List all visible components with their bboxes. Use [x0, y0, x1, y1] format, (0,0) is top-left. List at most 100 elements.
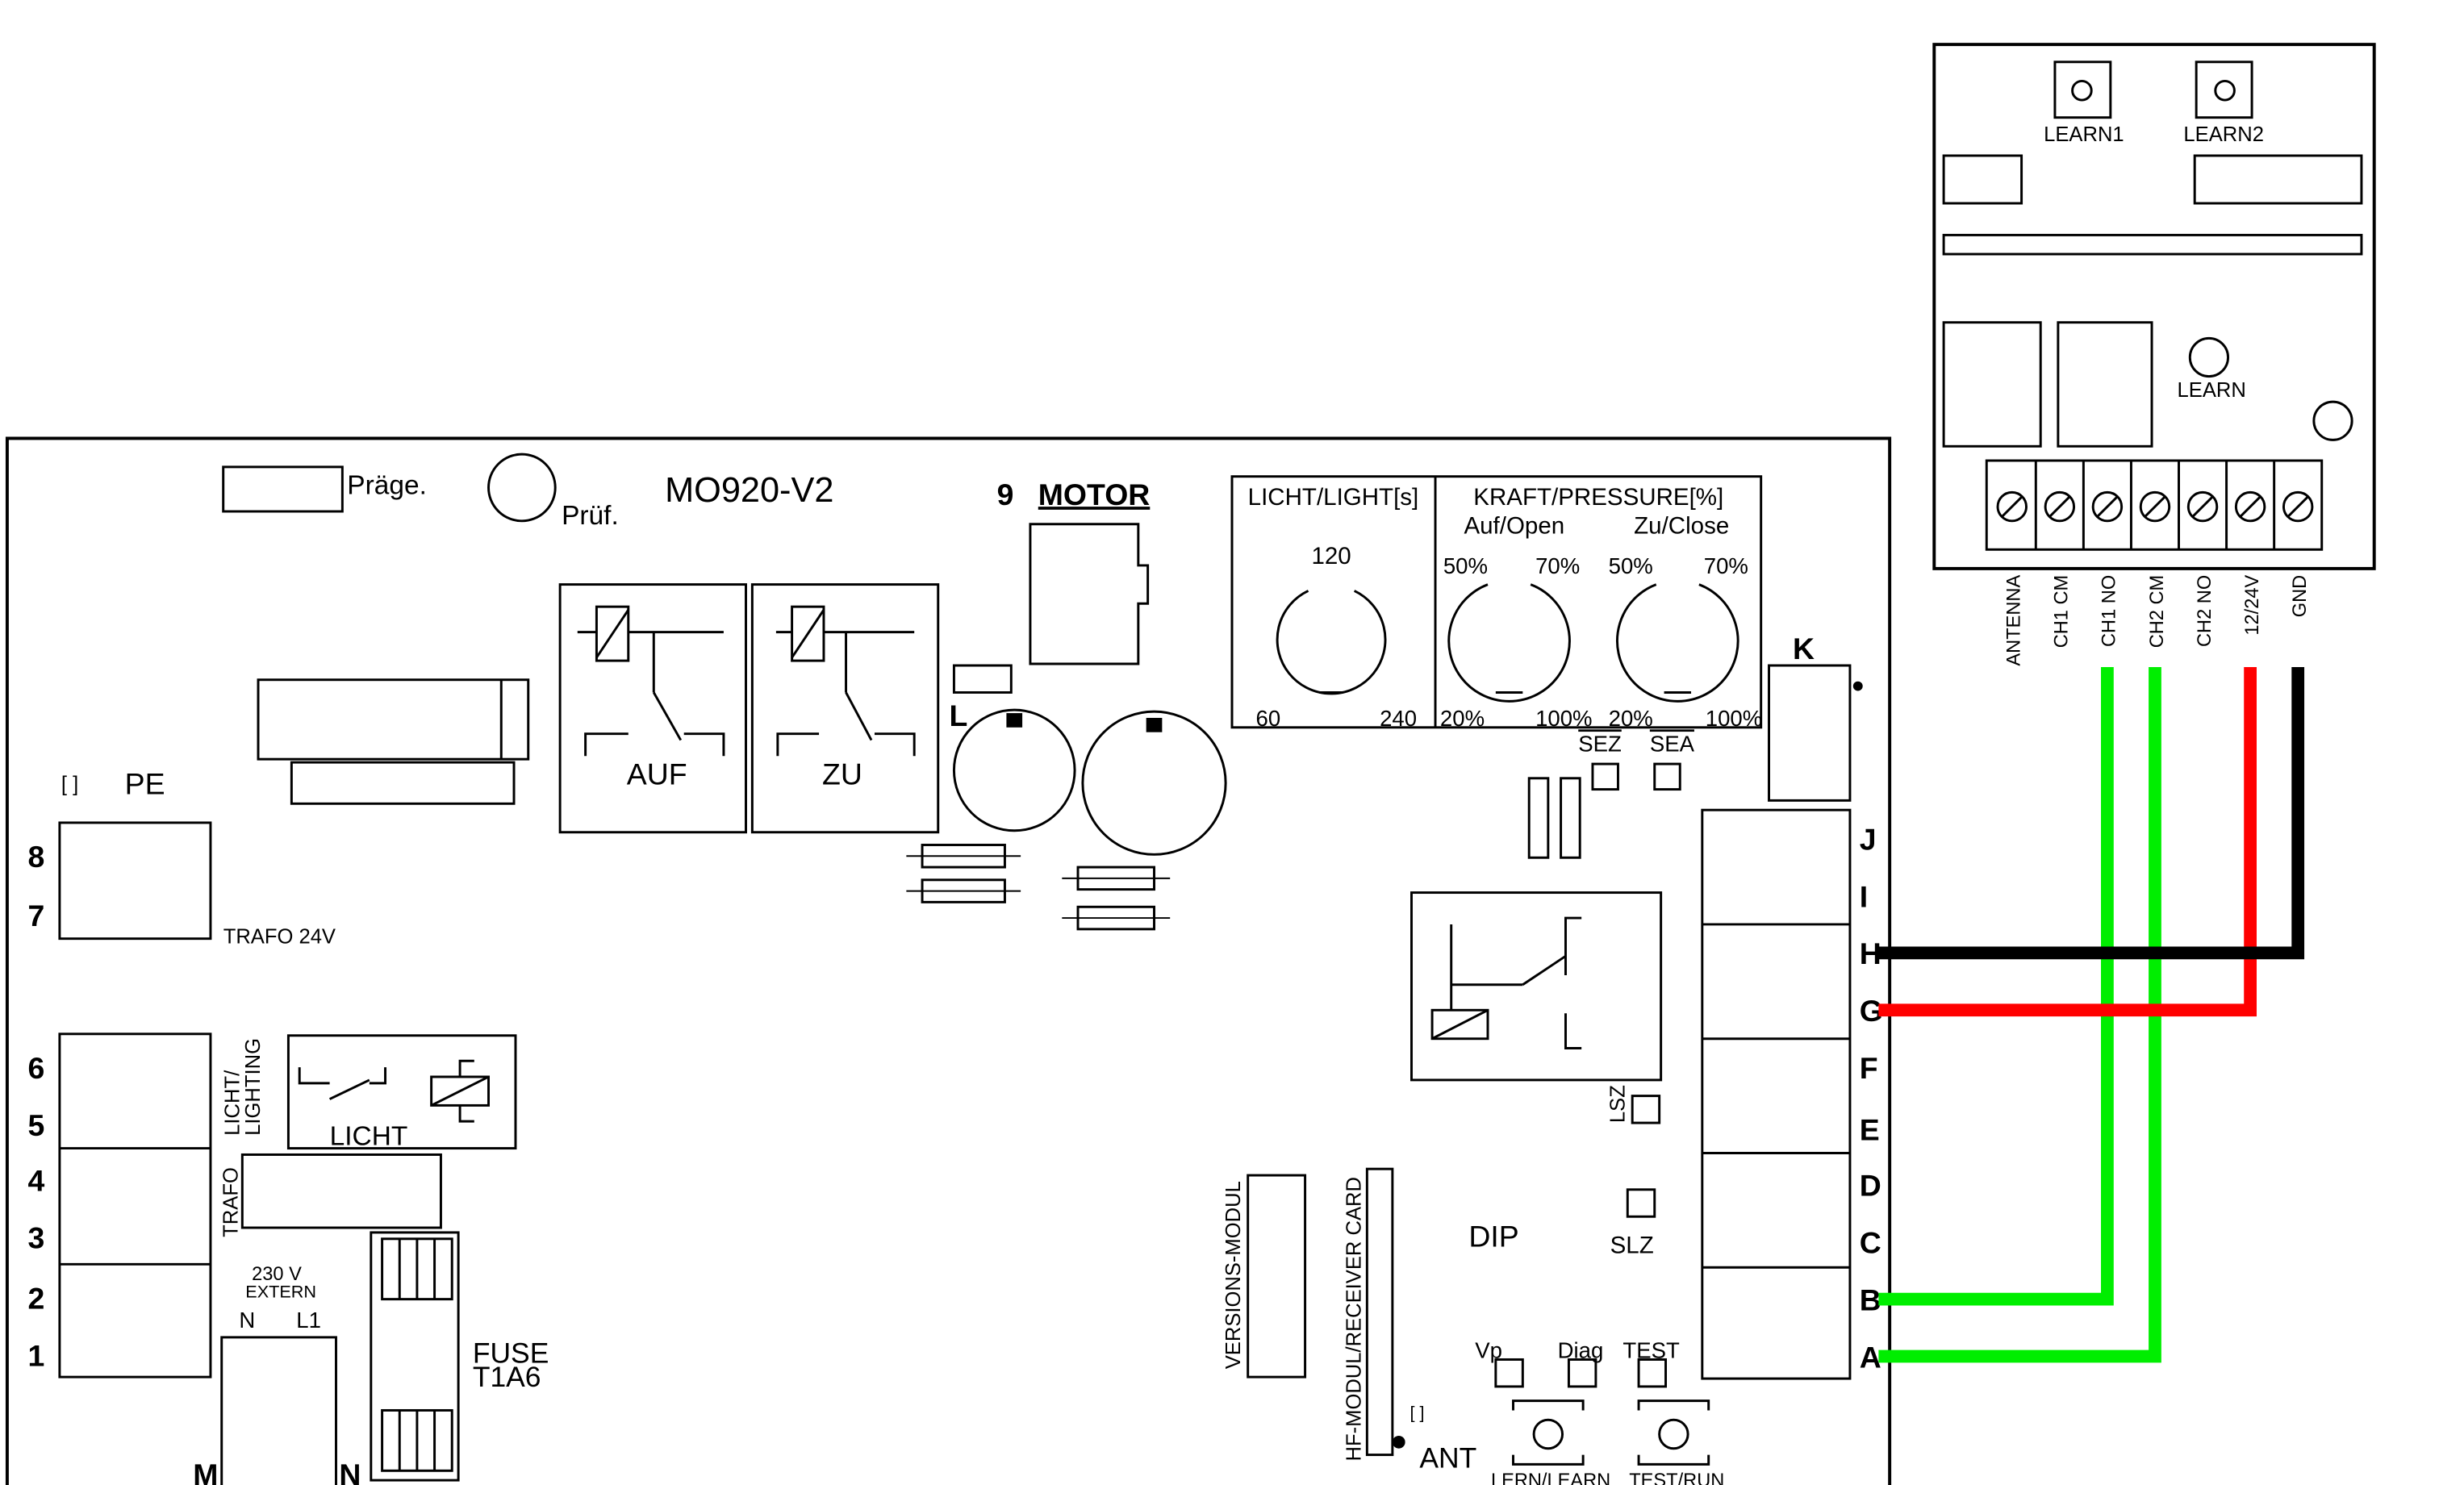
motor-connector: [1029, 523, 1150, 665]
pruef-circle: [487, 453, 557, 523]
extern-n-label: N: [239, 1308, 255, 1333]
terminal-8: 8: [28, 840, 45, 874]
receiver-terminal-block: [1985, 459, 2324, 551]
relay-licht-label: LICHT: [330, 1122, 408, 1152]
screw-terminal-ch1-no[interactable]: [2091, 490, 2124, 523]
sea-label: SEA: [1650, 731, 1695, 756]
screw-terminal-12-24v[interactable]: [2234, 490, 2266, 523]
vp-led: [1494, 1358, 1524, 1388]
pin-label-ch1-no: CH1 NO: [2099, 575, 2120, 647]
pe-bracket: [ ]: [61, 774, 78, 796]
receiver-card-outline: [1932, 43, 2376, 570]
main-board-outline: [5, 436, 1892, 1485]
licht-pot-max: 240: [1380, 706, 1417, 731]
n-bottom-label: N: [339, 1458, 361, 1485]
terminal-5: 5: [28, 1108, 45, 1142]
learn-label: LEARN: [2178, 379, 2246, 402]
dip-label: DIP: [1468, 1220, 1518, 1253]
ant-bracket: [ ]: [1410, 1402, 1425, 1422]
receiver-component-1: [1942, 154, 2023, 205]
licht-lighting-label-2: LIGHTING: [242, 1038, 265, 1136]
motor-label: MOTOR: [1038, 478, 1151, 511]
sez-label: SEZ: [1578, 731, 1622, 756]
screw-terminal-gnd[interactable]: [2282, 490, 2314, 523]
model-label: MO920-V2: [665, 471, 833, 510]
pin-label-ch2-no: CH2 NO: [2195, 575, 2216, 647]
relay-main: [1410, 891, 1663, 1082]
terminal-h: H: [1860, 936, 1881, 970]
fuse-label-2: T1A6: [473, 1361, 541, 1393]
lern-learn-label: LERN/LEARN: [1491, 1470, 1610, 1485]
diag-led: [1567, 1358, 1597, 1388]
receiver-relay-1: [1942, 321, 2042, 448]
fuse-label-1: FUSE: [473, 1337, 549, 1369]
learn1-label: LEARN1: [2044, 123, 2124, 146]
screw-terminal-ch1-cm[interactable]: [2044, 490, 2076, 523]
relay-auf: [558, 583, 747, 834]
relay-zu-label: ZU: [822, 757, 862, 791]
kraft-close-left: 50%: [1609, 553, 1653, 578]
receiver-hole: [2312, 400, 2353, 441]
versions-modul-label: VERSIONS-MODUL: [1222, 1181, 1245, 1369]
trafo-label: TRAFO: [219, 1167, 242, 1237]
receiver-relay-2: [2057, 321, 2153, 448]
kraft-pot-title: KRAFT/PRESSURE[%]: [1473, 484, 1723, 511]
test-led: [1637, 1358, 1668, 1388]
mains-connector: [220, 1336, 337, 1485]
resistor-v2: [1560, 777, 1581, 859]
screw-terminal-antenna[interactable]: [1996, 490, 2028, 523]
terminal-a: A: [1860, 1340, 1881, 1374]
learn1-button[interactable]: [2053, 60, 2112, 119]
right-terminal-block: [1701, 808, 1852, 1380]
kraft-close-right: 70%: [1704, 553, 1748, 578]
kraft-open-label: Auf/Open: [1464, 513, 1564, 540]
sez-led: [1591, 762, 1619, 791]
wire-ch1-cm-to-b: [1878, 666, 2114, 1306]
lsz-label: LSZ: [1606, 1085, 1629, 1123]
pruef-label: Prüf.: [562, 501, 619, 531]
hf-modul-slot: [1365, 1167, 1394, 1457]
pin-label-ch1-cm: CH1 CM: [2052, 575, 2073, 649]
terminal-1: 1: [28, 1338, 45, 1372]
test-run-button[interactable]: [1637, 1399, 1710, 1466]
receiver-strip: [1942, 233, 2363, 256]
kraft-close-min: 20%: [1609, 706, 1653, 731]
ant-label: ANT: [1419, 1441, 1476, 1474]
terminal-b: B: [1860, 1283, 1881, 1316]
extern-l1-label: L1: [296, 1308, 321, 1333]
l-label: L: [950, 699, 968, 732]
kraft-open-dial: [1447, 583, 1571, 703]
praege-box: [222, 465, 344, 513]
terminal-3: 3: [28, 1221, 45, 1255]
relay-zu: [750, 583, 940, 834]
trafo24-label: TRAFO 24V: [223, 926, 336, 949]
terminal-2: 2: [28, 1281, 45, 1315]
relay-licht: [286, 1034, 517, 1150]
k-label: K: [1793, 632, 1815, 665]
pin-label-antenna: ANTENNA: [2004, 575, 2025, 666]
extern-label: EXTERN: [245, 1282, 316, 1302]
terminal-7: 7: [28, 899, 45, 932]
versions-modul-slot: [1247, 1174, 1307, 1379]
licht-pot-dial: [1276, 590, 1387, 695]
wire-12-24v-to-g: [1878, 666, 2257, 1017]
licht-pot-min: 60: [1256, 706, 1281, 731]
screw-terminal-ch2-cm[interactable]: [2139, 490, 2171, 523]
screw-terminal-ch2-no[interactable]: [2186, 490, 2219, 523]
hf-modul-label: HF-MODUL/RECEIVER CARD: [1343, 1177, 1365, 1461]
licht-pot-title: LICHT/LIGHT[s]: [1248, 484, 1419, 511]
terminal-c: C: [1860, 1226, 1881, 1260]
kraft-close-label: Zu/Close: [1634, 513, 1729, 540]
pin-label-ch2-cm: CH2 CM: [2147, 575, 2168, 649]
wire-ch1-no-to-a: [1878, 666, 2161, 1363]
resistor-block: [290, 761, 516, 805]
learn2-button[interactable]: [2195, 60, 2253, 119]
receiver-component-2: [2193, 154, 2363, 205]
terminal-4: 4: [28, 1164, 45, 1198]
learn-button[interactable]: [2188, 336, 2230, 378]
lern-learn-button[interactable]: [1512, 1399, 1585, 1466]
slz-led: [1626, 1188, 1656, 1218]
sea-led: [1653, 762, 1681, 791]
capacitor-round-1: [952, 708, 1076, 832]
